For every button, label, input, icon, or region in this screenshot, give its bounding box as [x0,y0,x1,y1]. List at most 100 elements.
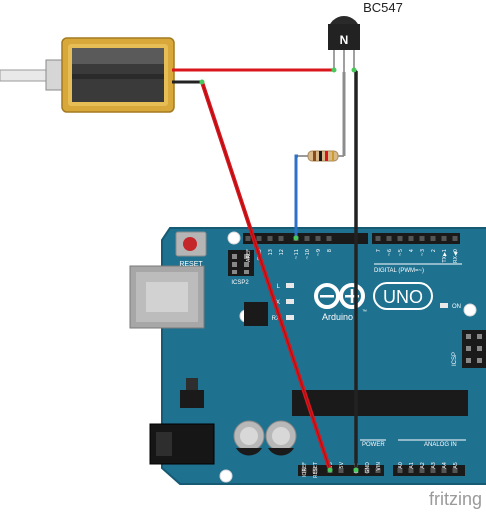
icsp-pin [466,358,471,363]
transistor-bc547: N [328,16,360,72]
pin-label: VIN [376,462,382,471]
icsp-header [462,330,486,368]
header-pin [452,236,458,241]
wire-blue-pin13 [294,154,298,238]
pin-label: A4 [442,462,448,469]
transistor-label: BC547 [363,0,403,15]
pin-label: ~10 [305,249,311,260]
solenoid-coil-highlight [72,48,164,64]
header-pin [397,468,403,473]
junction-dot [351,67,357,73]
pin-label: 8 [327,249,333,252]
usb-connector-inner [146,282,188,312]
uno-badge [373,282,433,310]
led-rx-label: RX [272,316,280,322]
pin-label: 13 [268,249,274,255]
on-label: ON [452,304,461,310]
power-header-label: POWER [362,442,385,448]
solenoid-coil-shadow [72,74,164,79]
arduino-board: RESET ICSP2 L TX RX [129,227,486,485]
header-pin [430,468,436,473]
mounting-hole [463,303,477,317]
icsp-pin [477,346,482,351]
fritzing-watermark: fritzing [429,489,482,509]
header-pin [245,236,251,241]
header-pin [364,468,370,473]
pin-label: 2 [431,249,437,252]
resistor [298,150,344,162]
pin-label: ~9 [316,249,322,256]
mounting-hole [227,231,241,245]
icsp-pin [466,346,471,351]
board-pcb [161,227,486,485]
wire-red-solenoid-5v-edge [201,81,331,471]
reset-button[interactable] [183,237,197,251]
pin-label: ~3 [420,249,426,256]
header-pin [419,236,425,241]
header-pin [386,236,392,241]
pin-label: IOREF [302,462,308,477]
resistor-band [332,151,334,161]
led-l-label: L [277,284,281,290]
icsp2-header [228,250,254,276]
led-l [286,283,294,288]
icsp-pin [477,358,482,363]
junction-dot [331,67,337,73]
junction-dot [327,467,333,473]
pin-label: ~11 [294,249,300,260]
pin-label: 12 [279,249,285,255]
header-pin [441,236,447,241]
wire-black-emitter-gnd [352,68,358,470]
capacitor-right [265,420,297,456]
header-pin [304,236,310,241]
header-pin [441,468,447,473]
transistor-marking: N [340,33,349,47]
solenoid [0,37,175,113]
reset-label: RESET [179,261,203,268]
usb-chip [244,302,268,326]
icsp2-pin [232,262,237,267]
resistor-band [325,151,328,161]
header-pin [419,468,425,473]
pin-label: AREF [246,249,252,262]
icsp-pin [466,334,471,339]
icsp2-pin [244,254,249,259]
uno-text: UNO [383,287,423,307]
icsp2-pin [232,270,237,274]
on-led [440,303,448,308]
header-pin [256,236,262,241]
mounting-hole [219,469,233,483]
led-tx [286,299,294,304]
icsp-body [462,330,486,368]
header-pin [452,468,458,473]
pin-label: A0 [398,462,404,469]
icsp2-label: ICSP2 [231,280,249,286]
voltage-regulator-tab [186,378,198,390]
pin-label: 5V [339,461,345,468]
arduino-logo [314,283,365,309]
header-pin [278,236,284,241]
junction-dot [293,235,299,241]
header-pin [326,236,332,241]
pin-label: A3 [431,462,437,469]
icsp2-pin [232,254,237,259]
header-pin [338,468,344,473]
atmega-chip [292,390,468,416]
analog-header-label: ANALOG IN [424,442,457,448]
pin-label: A2 [420,462,426,469]
led-rx [286,315,294,320]
trademark: ™ [362,309,367,315]
digital-header-label: DIGITAL (PWM=~) [374,268,424,274]
voltage-regulator [180,390,204,408]
junction-dot [353,467,359,473]
capacitor-left [233,420,265,456]
dc-power-jack-face [156,432,172,456]
pin-label: A1 [409,462,415,469]
header-pin [375,468,381,473]
icsp2-pin [244,270,249,274]
header-pin [430,236,436,241]
icsp-pin [477,334,482,339]
icsp-label: ICSP [452,352,458,366]
